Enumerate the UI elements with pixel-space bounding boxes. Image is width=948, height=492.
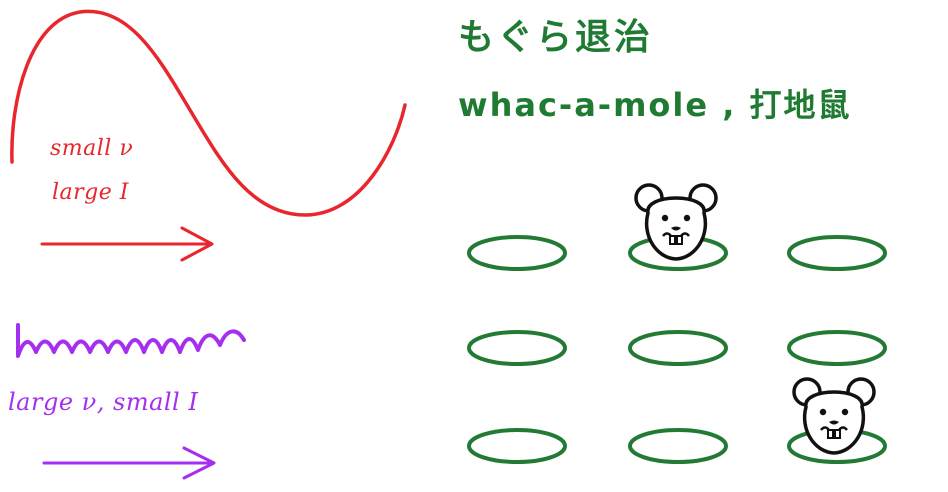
mole-icon: [634, 183, 718, 261]
red-arrow: [40, 226, 214, 262]
game-title-english-chinese: whac-a-mole , 打地鼠: [458, 86, 852, 124]
purple-arrow: [42, 446, 216, 480]
high-frequency-wave: [16, 323, 246, 358]
low-frequency-label-line1: small ν: [50, 136, 134, 161]
high-frequency-label: large ν, small I: [8, 388, 199, 416]
hole-r2-c1: [467, 330, 567, 366]
hole-r3-c1: [467, 428, 567, 464]
mole-icon: [792, 377, 876, 455]
hole-r1-c1: [467, 235, 567, 271]
low-frequency-label-line2: large I: [52, 180, 129, 205]
hole-r2-c3: [787, 330, 887, 366]
hole-r1-c3: [787, 235, 887, 271]
hole-r3-c2: [628, 428, 728, 464]
low-frequency-wave: [10, 9, 407, 217]
game-title-japanese: もぐら退治: [458, 17, 654, 58]
hole-r2-c2: [628, 330, 728, 366]
